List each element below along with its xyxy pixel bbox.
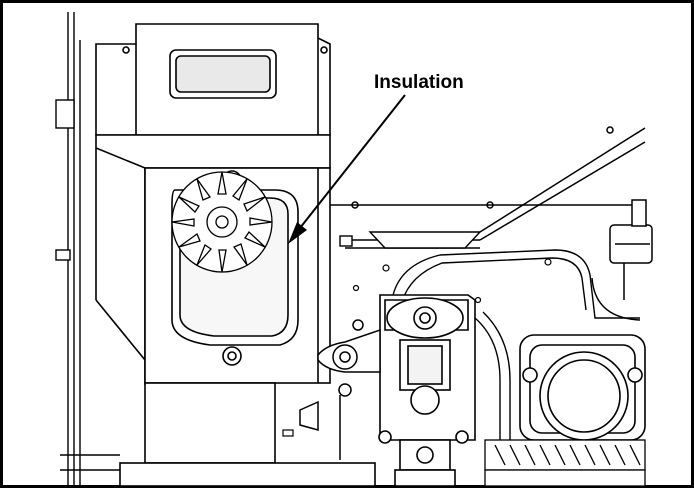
- insulation-callout-arrow: [288, 94, 406, 244]
- impeller-fan: [171, 171, 273, 273]
- pressure-switch: [591, 199, 653, 321]
- grate: [484, 439, 646, 487]
- auger-arm: [299, 319, 381, 460]
- feed-pipe: [474, 311, 511, 440]
- burn-pot-housing: [519, 334, 646, 441]
- fasteners: [282, 258, 552, 437]
- hopper-box: [95, 23, 331, 136]
- cabinet-left-edge: [55, 12, 120, 486]
- lower-chute: [119, 382, 376, 487]
- insulation-callout-label: Insulation: [374, 72, 464, 93]
- auger-motor: [378, 294, 476, 487]
- diagonal-panel: [330, 126, 646, 241]
- air-tubing: [339, 231, 640, 319]
